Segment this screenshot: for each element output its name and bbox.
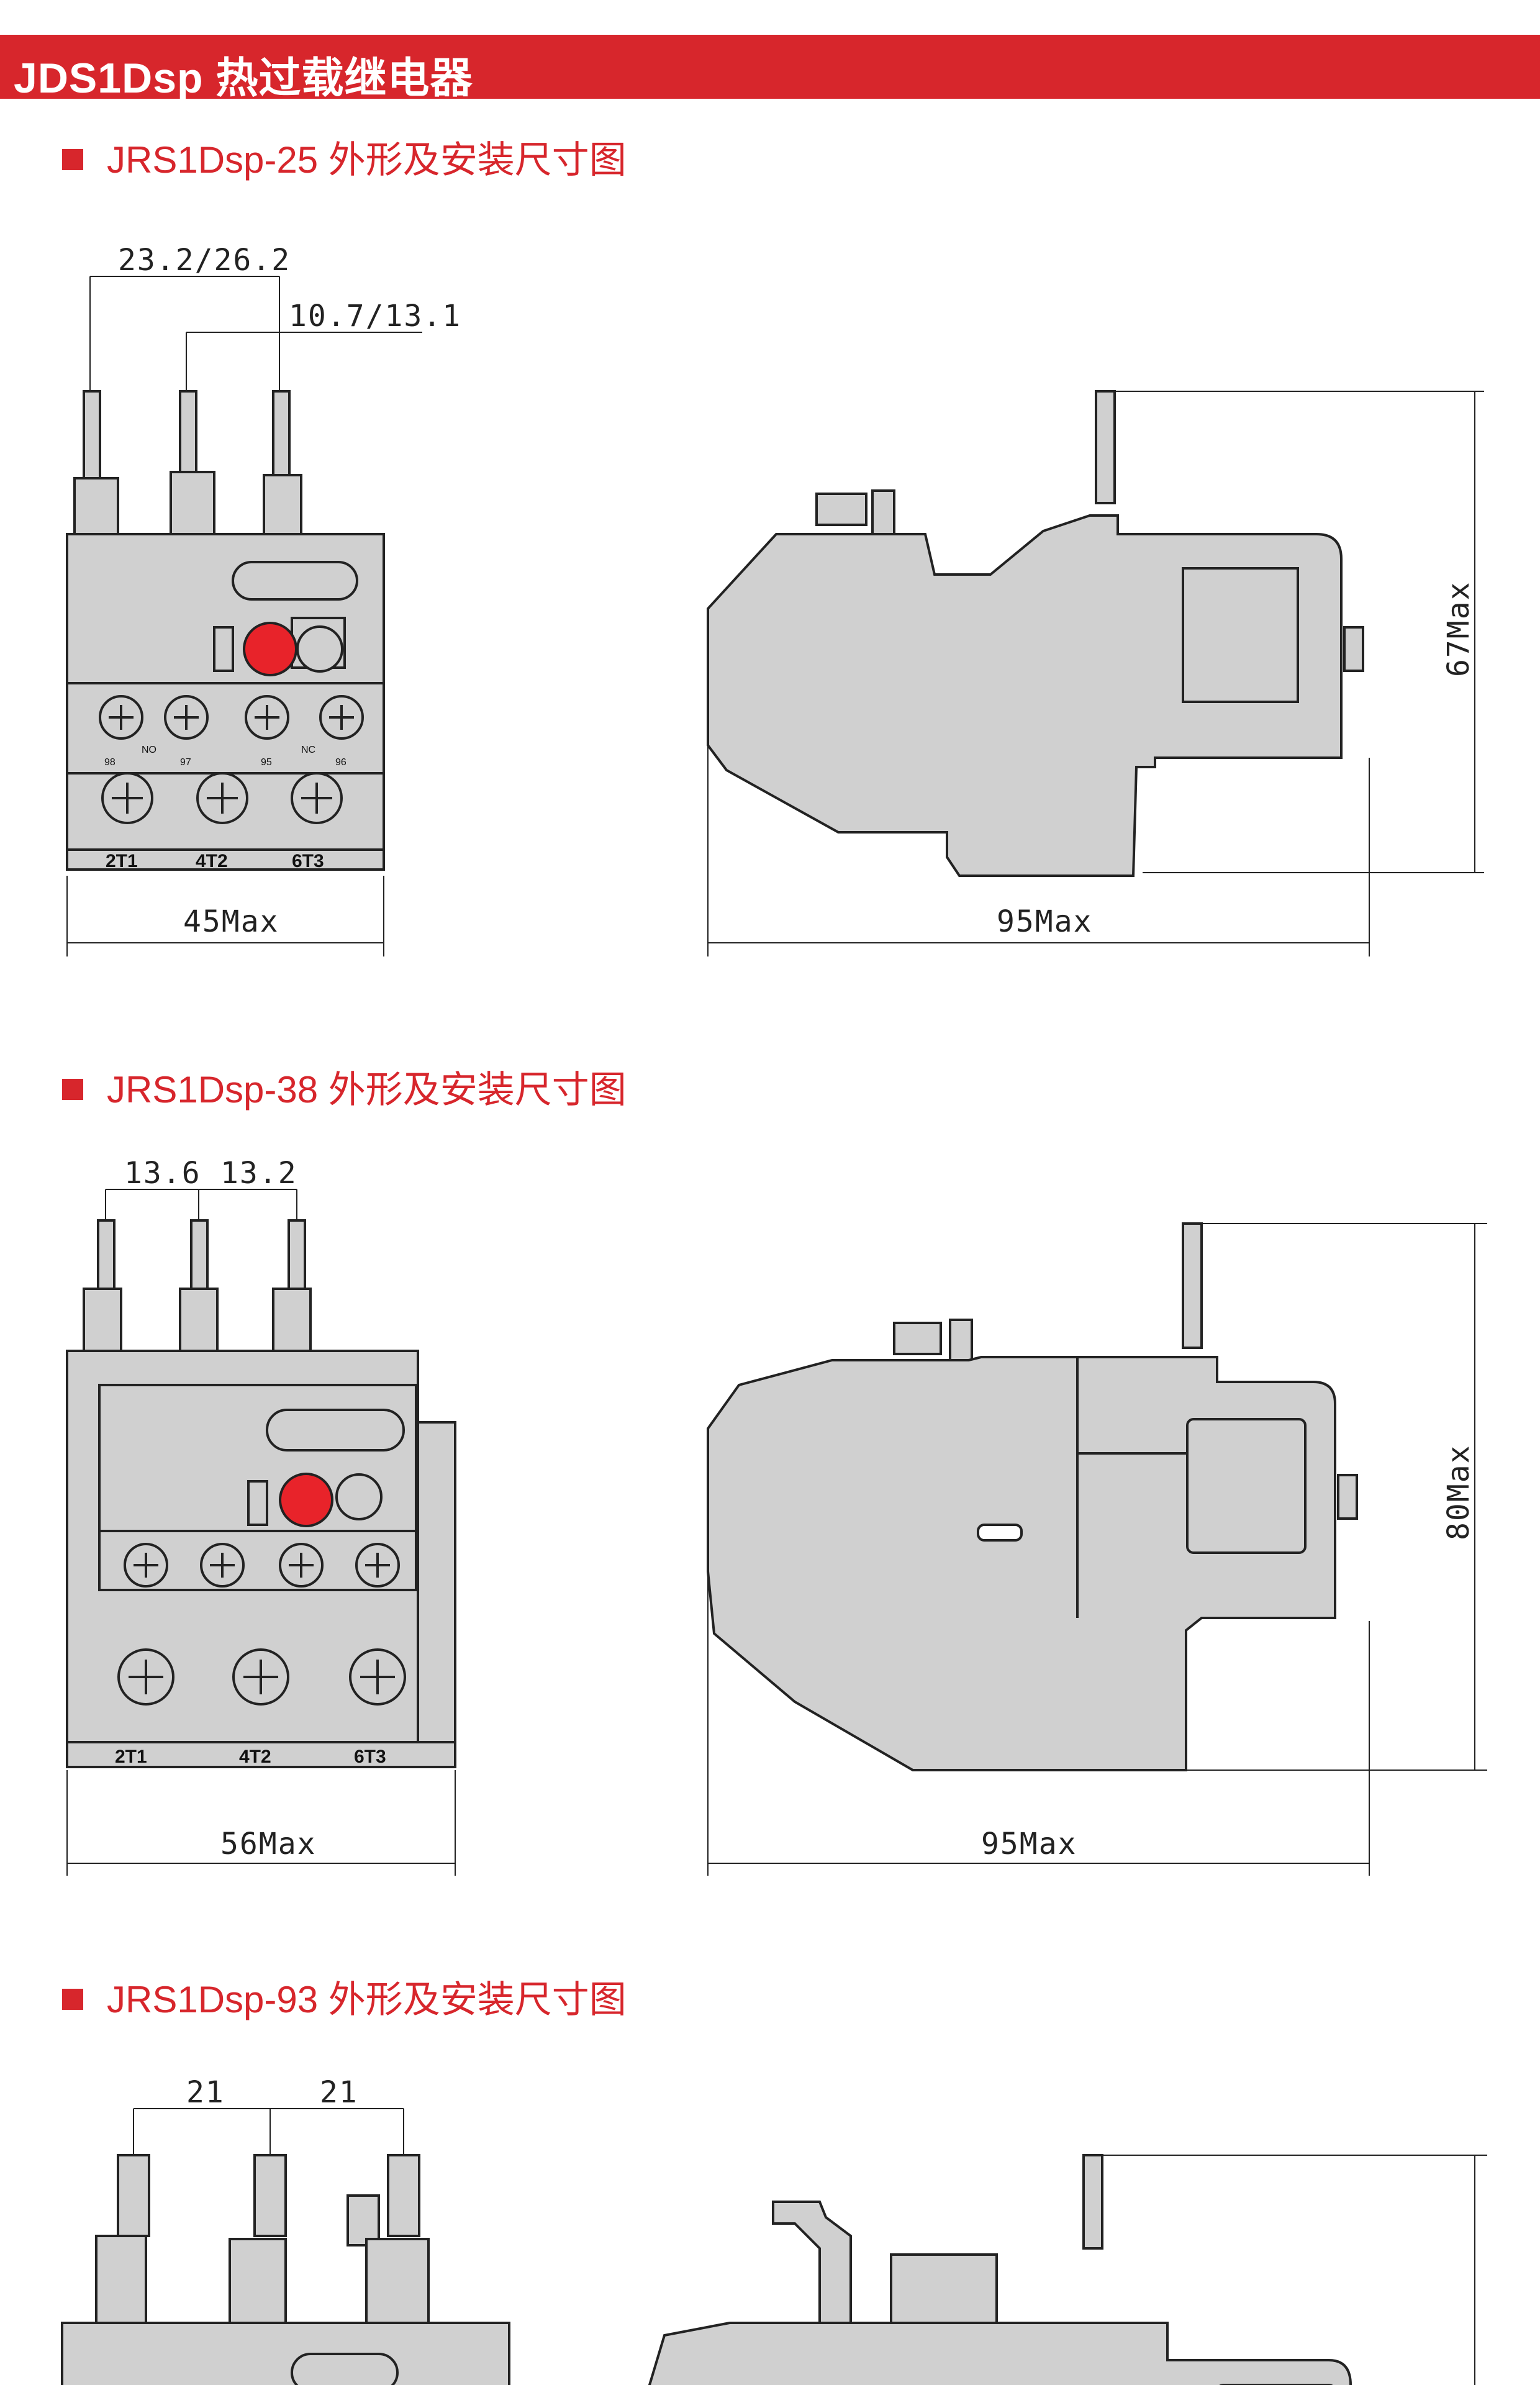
dim-width: 56Max [220,1827,317,1861]
main-terminal-screws [101,772,343,824]
terminal-label-2t1: 2T1 [106,851,138,871]
dim-pitch: 13.6 [124,1156,201,1191]
front-view: 23.2/26.2 10.7/13.1 98 NO 97 95 NC 96 [66,243,461,956]
contact-screws [99,695,364,740]
contact-screws [124,1543,400,1588]
dim-width: 45Max [183,904,279,939]
side-view: 80Max 95Max [707,1222,1487,1876]
svg-text:95: 95 [261,757,272,768]
header-banner: JDS1Dsp 热过载继电器 [0,35,1540,102]
bullet-square-icon [62,1079,83,1100]
dim-height: 67Max [1441,581,1476,678]
svg-text:NC: NC [301,745,315,755]
dim-height: 80Max [1441,1445,1476,1541]
section-1-drawings: 23.2/26.2 10.7/13.1 98 NO 97 95 NC 96 [66,243,1484,956]
main-terminal-screws [117,1648,406,1706]
dim-pitch-2: 21 [320,2075,358,2110]
page-title: JDS1Dsp 热过载继电器 [14,55,473,102]
terminal-label-2t1: 2T1 [115,1747,147,1767]
side-view [648,2154,1487,2385]
bullet-square-icon [62,149,83,170]
terminal-label-4t2: 4T2 [196,851,228,871]
svg-text:98: 98 [104,757,116,768]
front-view: 21 21 [61,2075,510,2385]
side-view: 67Max 95Max [707,390,1484,956]
section-2-drawings: 13.6 13.2 2T1 4T2 6T3 [66,1156,1487,1876]
terminal-label-6t3: 6T3 [354,1747,386,1767]
svg-text:96: 96 [335,757,346,768]
dim-pitch-2: 10.7/13.1 [289,299,461,334]
section-3-drawings: 21 21 [61,2075,1487,2385]
terminal-label-4t2: 4T2 [239,1747,271,1767]
svg-text:NO: NO [142,745,156,755]
dim-pitch: 23.2/26.2 [118,243,291,278]
dim-depth: 95Max [997,904,1093,939]
front-view: 13.6 13.2 2T1 4T2 6T3 [66,1156,456,1876]
dim-pitch-2: 13.2 [220,1156,297,1191]
dim-depth: 95Max [981,1827,1077,1861]
terminal-label-6t3: 6T3 [292,851,324,871]
dim-pitch: 21 [186,2075,225,2110]
svg-text:97: 97 [180,757,191,768]
bullet-square-icon [62,1989,83,2010]
